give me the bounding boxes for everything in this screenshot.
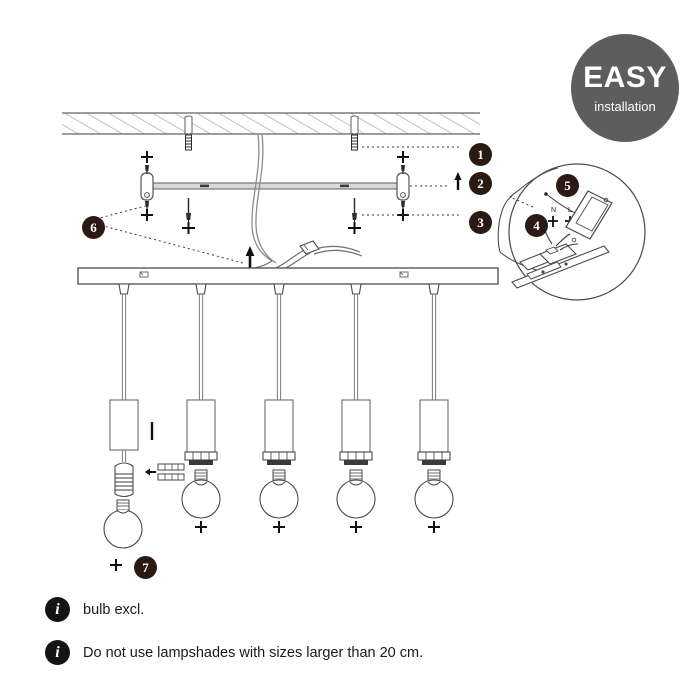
adjust-symbol — [273, 521, 285, 533]
callout-bubble-3[interactable]: 3 — [469, 211, 492, 234]
wall-plug-left — [184, 115, 193, 151]
callout-bubble-2[interactable]: 2 — [469, 172, 492, 195]
callout-bubble-7-label: 7 — [142, 559, 149, 575]
note-item: i Do not use lampshades with sizes large… — [45, 640, 645, 665]
screw-long-right — [348, 198, 361, 234]
footer-notes: i bulb excl. i Do not use lampshades wit… — [45, 597, 645, 683]
terminal-screw-n — [548, 216, 558, 227]
socket-ring — [262, 451, 296, 465]
note-text: Do not use lampshades with sizes larger … — [83, 644, 424, 661]
screw-symbol-left-bottom — [141, 201, 153, 221]
bulb — [181, 469, 221, 519]
callout-bubble-3-label: 3 — [477, 214, 484, 230]
terminal-block — [519, 243, 577, 271]
bulb — [414, 469, 454, 519]
callout-bubble-6[interactable]: 6 — [82, 216, 105, 239]
connector-block — [299, 240, 320, 255]
callout-2-arrow — [454, 172, 462, 190]
detail-connector-plate — [565, 190, 613, 243]
bulb-exploded — [103, 499, 143, 549]
badge-secondary-text: installation — [594, 99, 656, 114]
neutral-terminal-label: N — [551, 207, 557, 214]
adjust-symbol — [428, 521, 440, 533]
screw-long-left — [182, 198, 195, 234]
bulb — [336, 469, 376, 519]
callout-bubble-6-label: 6 — [90, 219, 97, 235]
mounting-bar — [140, 172, 410, 201]
callout-bubble-4[interactable]: 4 — [525, 214, 548, 237]
pendant-3 — [259, 283, 299, 533]
adjust-symbol — [350, 521, 362, 533]
socket-ring — [184, 451, 218, 465]
info-icon: i — [45, 640, 70, 665]
adjust-symbol-7 — [110, 559, 122, 571]
note-text: bulb excl. — [83, 601, 145, 618]
leader-lines — [95, 146, 534, 264]
pendant-5 — [414, 283, 454, 533]
socket-ring — [417, 451, 451, 465]
socket-ring — [339, 451, 373, 465]
callout-bubble-4-label: 4 — [533, 217, 540, 233]
adjust-symbol — [195, 521, 207, 533]
callout-bubble-7[interactable]: 7 — [134, 556, 157, 579]
cable-entry — [253, 260, 273, 269]
bulb — [259, 469, 299, 519]
live-terminal-label: L — [568, 207, 572, 214]
badge-primary-text: EASY — [583, 61, 667, 94]
pendant-1 — [103, 283, 185, 571]
wiring-detail-magnifier — [497, 163, 646, 301]
screw-symbol-left-top — [141, 151, 153, 174]
cable-to-connector — [275, 245, 363, 272]
screw-symbol-right-top — [397, 151, 409, 174]
easy-installation-badge: EASY installation — [571, 34, 679, 142]
callout-bubble-1-label: 1 — [477, 146, 484, 162]
callout-bubble-5[interactable]: 5 — [556, 174, 579, 197]
ceiling-plate — [77, 267, 499, 285]
wall-plug-right — [350, 115, 359, 151]
callout-bubble-5-label: 5 — [564, 177, 571, 193]
shade-ring-part — [145, 463, 185, 481]
screw-symbol-right-bottom — [397, 201, 409, 221]
callout-bubble-1[interactable]: 1 — [469, 143, 492, 166]
callout-bubble-2-label: 2 — [477, 175, 484, 191]
info-icon: i — [45, 597, 70, 622]
note-item: i bulb excl. — [45, 597, 645, 622]
ceiling-slab — [62, 112, 480, 135]
pendant-4 — [336, 283, 376, 533]
pendant-2 — [181, 283, 221, 533]
supply-cable — [251, 133, 277, 264]
detail-mounting-bar — [511, 245, 610, 289]
